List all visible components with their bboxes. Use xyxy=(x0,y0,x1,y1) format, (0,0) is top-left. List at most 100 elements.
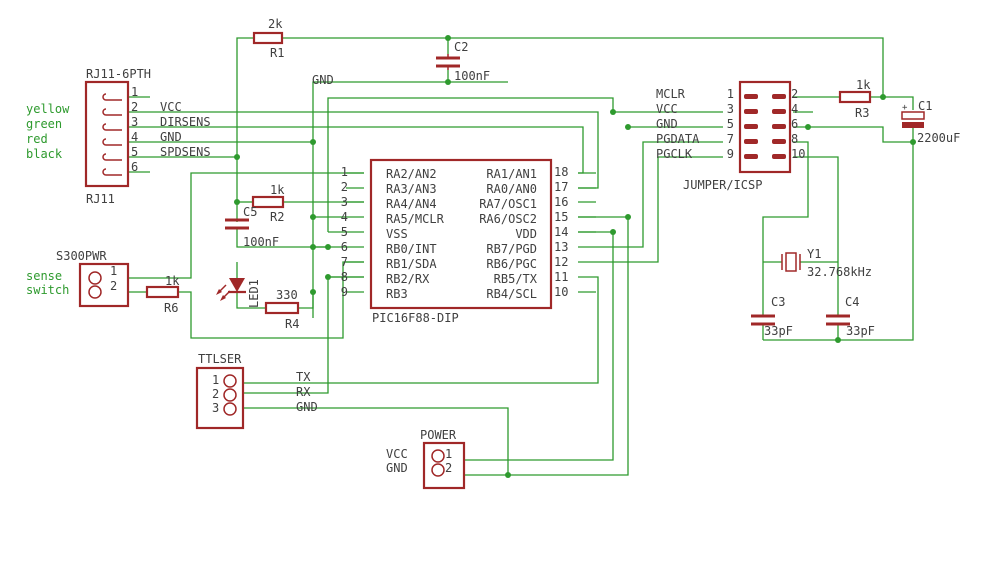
r3-value: 1k xyxy=(856,78,871,92)
pic-pin-8-label: RB2/RX xyxy=(386,272,430,286)
pic-pin-3: 3 xyxy=(341,195,348,209)
ttlser-pin-3: 3 xyxy=(212,401,219,415)
pic-pin-14: 14 xyxy=(554,225,568,239)
c3-name: C3 xyxy=(771,295,785,309)
pic-pin-13-label: RB7/PGD xyxy=(486,242,537,256)
jumper-name: JUMPER/ICSP xyxy=(683,178,762,192)
net-label-gnd-3: GND xyxy=(296,400,318,414)
c5-value: 100nF xyxy=(243,235,279,249)
net-label-vcc: VCC xyxy=(160,100,182,114)
ttlser-pin-2: 2 xyxy=(212,387,219,401)
pic-pin-11: 11 xyxy=(554,270,568,284)
pic-pin-5: 5 xyxy=(341,225,348,239)
c1-polarity: + xyxy=(902,103,908,113)
capacitor-c1: + C1 2200uF xyxy=(901,99,960,145)
pic-pin-1-label: RA2/AN2 xyxy=(386,167,437,181)
capacitor-c2: C2 100nF xyxy=(436,40,490,83)
s300-label-switch: switch xyxy=(26,283,69,297)
pic-pin-14-label: VDD xyxy=(515,227,537,241)
resistor-r6: 1k R6 xyxy=(145,274,180,315)
jumper-pin-1: 1 xyxy=(727,87,734,101)
rj11-value: RJ11 xyxy=(86,192,115,206)
s300-label-sense: sense xyxy=(26,269,62,283)
s300pwr-connector: S300PWR 1 2 sense switch xyxy=(26,249,130,308)
pic-pin-17-label: RA0/AN0 xyxy=(486,182,537,196)
capacitor-c3: C3 33pF xyxy=(751,295,793,338)
pic-pin-2-label: RA3/AN3 xyxy=(386,182,437,196)
junctions xyxy=(234,35,916,478)
pic-pin-4-label: RA5/MCLR xyxy=(386,212,445,226)
pic-pin-7: 7 xyxy=(341,255,348,269)
c5-name: C5 xyxy=(243,205,257,219)
rj11-pin-6: 6 xyxy=(131,160,138,174)
resistor-r4: 330 R4 xyxy=(264,288,299,331)
power-name: POWER xyxy=(420,428,457,442)
pic-pin-2: 2 xyxy=(341,180,348,194)
pic-pin-3-label: RA4/AN4 xyxy=(386,197,437,211)
wire-color-yellow: yellow xyxy=(26,102,70,116)
power-pin-2: 2 xyxy=(445,461,452,475)
pic-pin-9-label: RB3 xyxy=(386,287,408,301)
gnd-label: GND xyxy=(312,73,334,87)
net-label-tx: TX xyxy=(296,370,311,384)
net-label-vcc-2: VCC xyxy=(656,102,678,116)
pic-pin-11-label: RB5/TX xyxy=(494,272,538,286)
pic-pin-5-label: VSS xyxy=(386,227,408,241)
net-label-pgdata: PGDATA xyxy=(656,132,700,146)
wire-color-black: black xyxy=(26,147,63,161)
c1-value: 2200uF xyxy=(917,131,960,145)
pic-pin-16-label: RA7/OSC1 xyxy=(479,197,537,211)
c3-value: 33pF xyxy=(764,324,793,338)
r2-name: R2 xyxy=(270,210,284,224)
ttlser-pin-1: 1 xyxy=(212,373,219,387)
net-label-spdsens: SPDSENS xyxy=(160,145,211,159)
capacitor-c5: C5 100nF xyxy=(225,205,279,249)
jumper-pin-9: 9 xyxy=(727,147,734,161)
c2-value: 100nF xyxy=(454,69,490,83)
r4-name: R4 xyxy=(285,317,299,331)
net-label-mclr: MCLR xyxy=(656,87,686,101)
pic-pin-12-label: RB6/PGC xyxy=(486,257,537,271)
net-label-gnd: GND xyxy=(160,130,182,144)
pic-pin-6-label: RB0/INT xyxy=(386,242,437,256)
jumper-pin-3: 3 xyxy=(727,102,734,116)
pic-pin-16: 16 xyxy=(554,195,568,209)
pic-value: PIC16F88-DIP xyxy=(372,311,459,325)
s300-name: S300PWR xyxy=(56,249,107,263)
y1-value: 32.768kHz xyxy=(807,265,872,279)
jumper-pin-2: 2 xyxy=(791,87,798,101)
pic-pin-8: 8 xyxy=(341,270,348,284)
pic16f88-chip: PIC16F88-DIP 1 RA2/AN2 2 RA3/AN3 3 RA4/A… xyxy=(341,158,568,325)
pic-pin-12: 12 xyxy=(554,255,568,269)
pic-pin-13: 13 xyxy=(554,240,568,254)
crystal-y1: Y1 32.768kHz xyxy=(781,247,872,279)
power-pin-1: 1 xyxy=(445,447,452,461)
r2-value: 1k xyxy=(270,183,285,197)
r1-value: 2k xyxy=(268,17,283,31)
net-label-gnd-2: GND xyxy=(656,117,678,131)
r3-name: R3 xyxy=(855,106,869,120)
pic-pin-10: 10 xyxy=(554,285,568,299)
ttlser-connector: TTLSER 1 2 3 TX RX GND xyxy=(195,352,318,430)
resistor-r1: 2k R1 xyxy=(252,17,284,60)
c4-value: 33pF xyxy=(846,324,875,338)
net-label-pgclk: PGCLK xyxy=(656,147,693,161)
rj11-pin-4: 4 xyxy=(131,130,138,144)
pic-pin-9: 9 xyxy=(341,285,348,299)
net-label-dirsens: DIRSENS xyxy=(160,115,211,129)
net-label-rx: RX xyxy=(296,385,311,399)
wires xyxy=(128,37,914,476)
wire-color-red: red xyxy=(26,132,48,146)
wire-color-green: green xyxy=(26,117,62,131)
jumper-pin-6: 6 xyxy=(791,117,798,131)
pic-pin-4: 4 xyxy=(341,210,348,224)
c1-name: C1 xyxy=(918,99,932,113)
pic-pin-10-label: RB4/SCL xyxy=(486,287,537,301)
pic-pin-1: 1 xyxy=(341,165,348,179)
rj11-pin-3: 3 xyxy=(131,115,138,129)
led1-name: LED1 xyxy=(247,279,261,308)
r6-value: 1k xyxy=(165,274,180,288)
power-connector: POWER 1 2 VCC GND xyxy=(386,428,466,490)
r4-value: 330 xyxy=(276,288,298,302)
